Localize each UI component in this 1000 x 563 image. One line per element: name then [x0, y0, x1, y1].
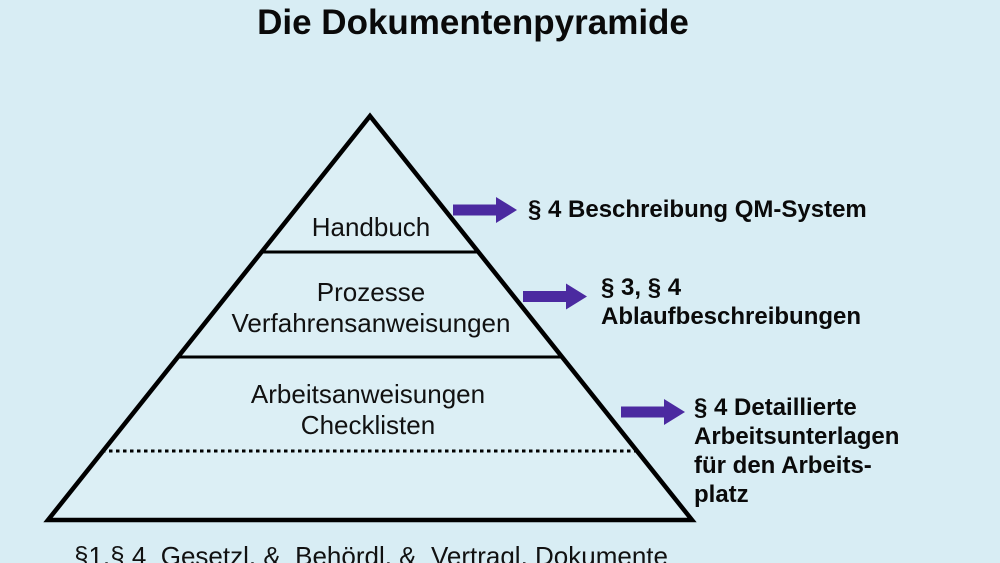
- annotation-line: Arbeitsunterlagen: [694, 423, 900, 450]
- annotation-qm-system: § 4 Beschreibung QM-System: [528, 195, 867, 224]
- annotation-line: § 3, § 4: [601, 274, 682, 301]
- annotation-line: § 4 Beschreibung QM-System: [528, 196, 867, 223]
- annotation-arbeitsunterlagen: § 4 Detaillierte Arbeitsunterlagen für d…: [694, 393, 899, 509]
- pyramid-level-3-line: Checklisten: [300, 410, 436, 440]
- arrow-right-icon: [523, 283, 587, 310]
- annotation-ablaufbeschreibungen: § 3, § 4 Ablaufbeschreibungen: [601, 273, 861, 331]
- arrow-right-icon: [621, 399, 685, 425]
- pyramid-level-2-label: Prozesse Verfahrensanweisungen: [211, 277, 531, 339]
- pyramid-level-4-line: §1,§ 4 Gesetzl. & Behördl. & Vertragl. D…: [74, 541, 668, 563]
- pyramid-level-4-label: §1,§ 4 Gesetzl. & Behördl. & Vertragl. D…: [46, 479, 696, 563]
- annotation-line: § 4 Detaillierte: [694, 394, 857, 421]
- annotation-line: platz: [694, 481, 749, 508]
- pyramid-level-2-line: Verfahrensanweisungen: [231, 308, 511, 338]
- pyramid-level-1-line: Handbuch: [311, 212, 431, 242]
- diagram-title: Die Dokumentenpyramide: [257, 3, 689, 42]
- annotation-line: für den Arbeits-: [694, 452, 872, 479]
- pyramid-level-1-label: Handbuch: [271, 212, 471, 243]
- pyramid-level-2-line: Prozesse: [316, 277, 426, 307]
- arrow-right-icon: [453, 197, 517, 223]
- pyramid-outline: [43, 112, 697, 523]
- pyramid-level-3-label: Arbeitsanweisungen Checklisten: [208, 379, 528, 441]
- annotation-line: Ablaufbeschreibungen: [601, 303, 862, 330]
- pyramid-level-3-line: Arbeitsanweisungen: [250, 379, 486, 409]
